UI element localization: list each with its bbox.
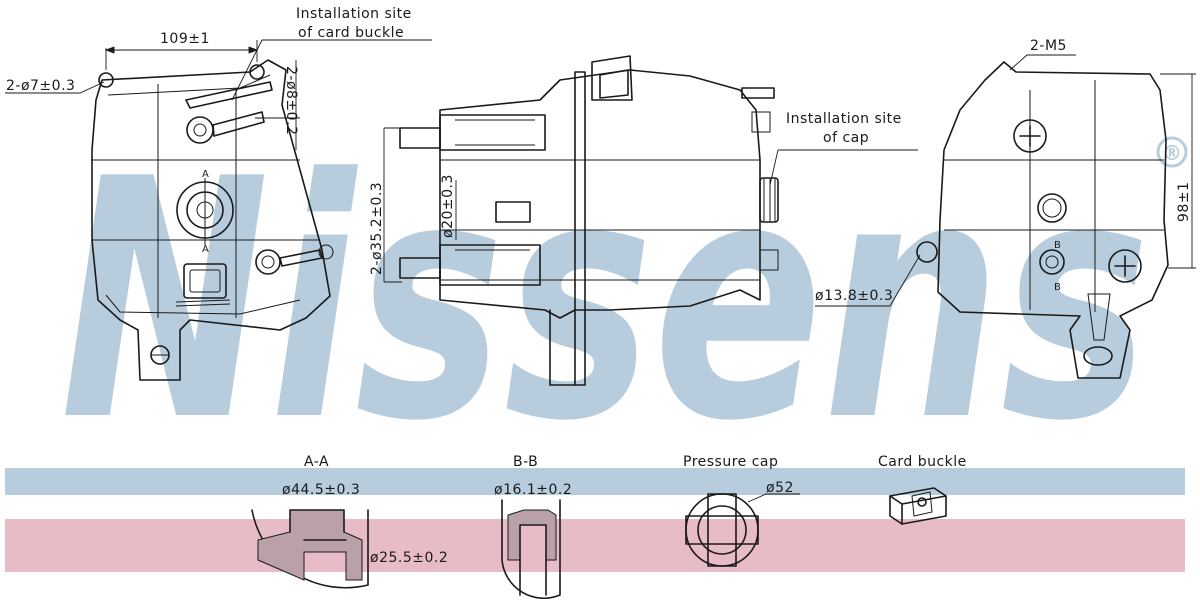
blue-band — [5, 468, 1185, 495]
cap-site-2: of cap — [823, 130, 869, 146]
cap-site-1: Installation site — [786, 111, 902, 127]
detail-card-buckle: Card buckle — [878, 454, 967, 525]
pink-band — [5, 519, 1185, 572]
aa-title: A-A — [304, 454, 329, 470]
bb-title: B-B — [513, 454, 538, 470]
cap-dim: ø52 — [766, 480, 794, 496]
bb-dim: ø16.1±0.2 — [494, 482, 572, 498]
install-site-buckle-1: Installation site — [296, 6, 412, 22]
pin-dim: 2-ø8±0.2 — [283, 66, 299, 135]
watermark-logo: Nissens — [60, 109, 1150, 493]
section-b-top: B — [1054, 240, 1061, 251]
registered-mark: ® — [1156, 136, 1188, 168]
section-a-top: A — [202, 169, 209, 180]
svg-text:®: ® — [1162, 141, 1182, 165]
section-b-bottom: B — [1054, 282, 1061, 293]
detail-aa: A-A ø44.5±0.3 ø25.5±0.2 — [251, 454, 448, 589]
front-view: A A 109±1 2-ø7±0.3 Installation site of … — [5, 6, 432, 381]
side-view: 2-ø35.2±0.3 ø20±0.3 Installation site of… — [369, 55, 918, 386]
rear-view: B B 2-M5 98±1 ø13.8±0.3 — [815, 38, 1196, 379]
width-dim: 109±1 — [160, 31, 210, 47]
aa-inner-dim: ø25.5±0.2 — [370, 550, 448, 566]
detail-pressure-cap: Pressure cap ø52 — [683, 454, 800, 567]
cap-title: Pressure cap — [683, 454, 778, 470]
port-dim: ø13.8±0.3 — [815, 288, 893, 304]
pipe-dim: 2-ø35.2±0.3 — [369, 182, 385, 275]
section-a-bottom: A — [202, 244, 209, 255]
install-site-buckle-2: of card buckle — [298, 25, 404, 41]
height-dim: 98±1 — [1176, 182, 1192, 222]
buckle-title: Card buckle — [878, 454, 967, 470]
thread-dim: 2-M5 — [1030, 38, 1067, 54]
detail-bb: B-B ø16.1±0.2 — [494, 454, 572, 600]
aa-outer-dim: ø44.5±0.3 — [282, 482, 360, 498]
holes-dim: 2-ø7±0.3 — [6, 78, 75, 94]
outlet-dim: ø20±0.3 — [440, 174, 456, 238]
